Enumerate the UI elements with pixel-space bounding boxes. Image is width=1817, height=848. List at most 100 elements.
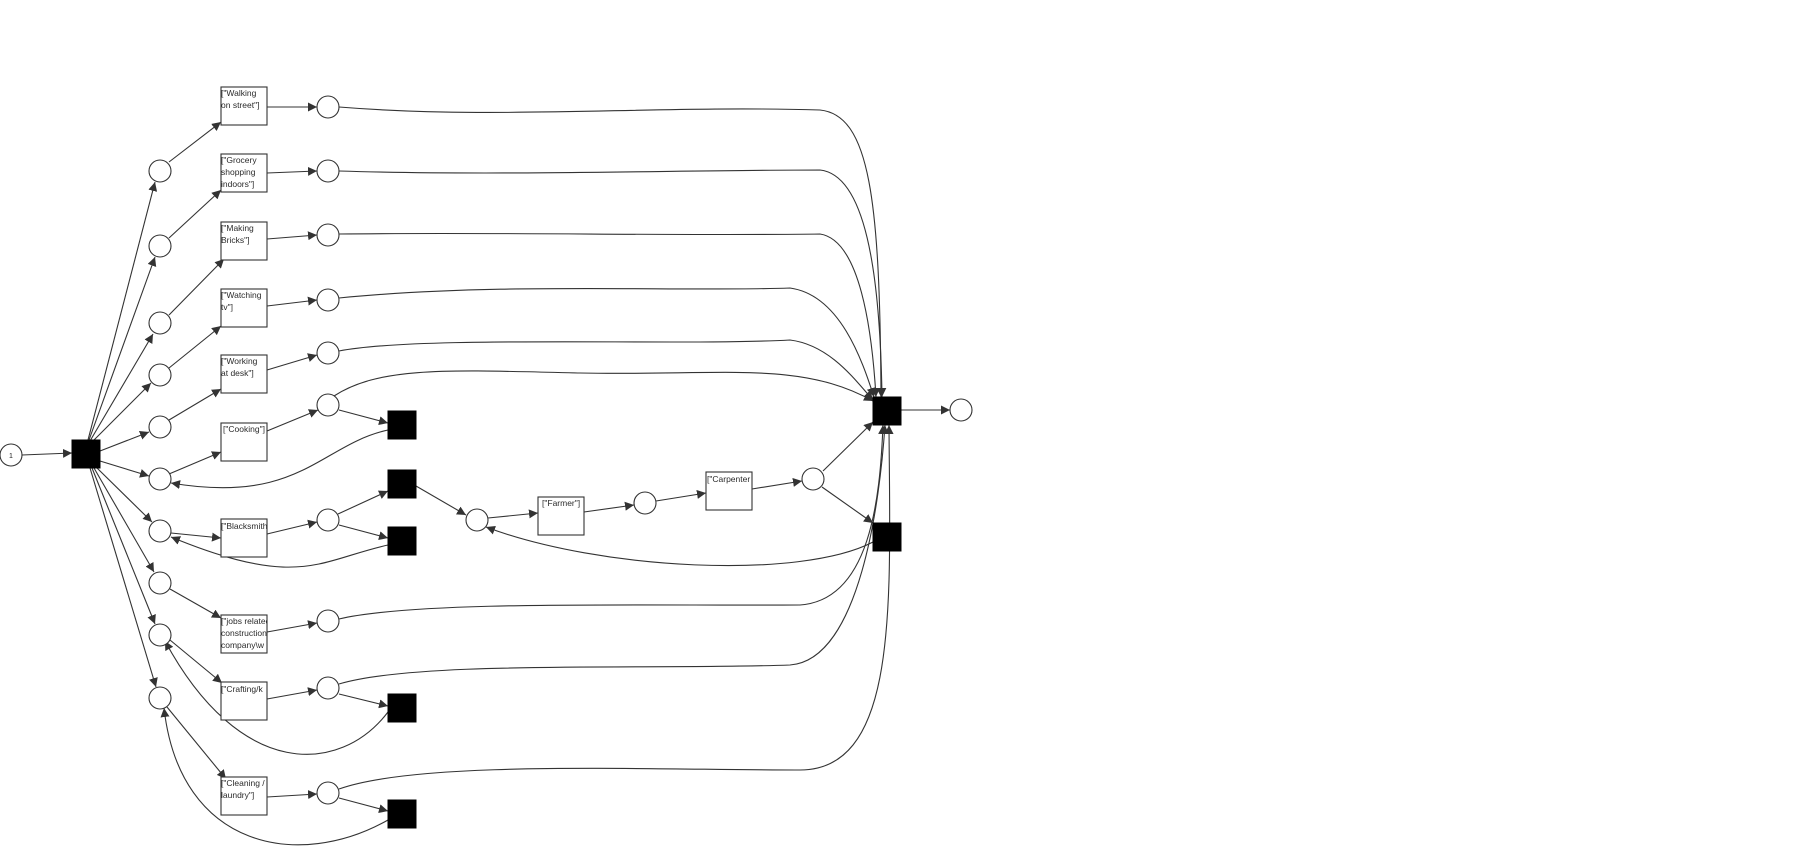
arc [655, 489, 707, 502]
silent-transition-cooking-loop [387, 410, 417, 440]
silent-transition-join [872, 396, 902, 426]
arc [168, 451, 222, 475]
svg-text:["Blacksmith: ["Blacksmith [221, 521, 268, 531]
arc [89, 467, 158, 688]
place-split-cooking [148, 467, 172, 491]
arc [168, 388, 222, 421]
place-split-construction [148, 571, 172, 595]
arc [160, 707, 389, 846]
place-split-bricks [148, 311, 172, 335]
arc [91, 382, 152, 443]
arc [337, 490, 389, 515]
arc [266, 409, 319, 432]
arc [87, 181, 158, 441]
arc [99, 460, 150, 478]
svg-text:["Farmer"]: ["Farmer"] [542, 498, 580, 508]
arc [333, 370, 874, 402]
arc [169, 588, 222, 619]
silent-transition-crafting-loop [387, 693, 417, 723]
place-after-blacksmith [316, 508, 340, 532]
svg-text:["Cleaning /laundry"]: ["Cleaning /laundry"] [221, 778, 265, 800]
arc [338, 524, 389, 541]
place-after-farmer [633, 491, 657, 515]
transition-cleaning-laundry: ["Cleaning /laundry"] [220, 776, 268, 816]
arc [338, 424, 888, 620]
arc [485, 525, 874, 567]
arc [338, 424, 894, 790]
arc [822, 421, 874, 472]
arc [266, 231, 318, 241]
place-split-tv [148, 363, 172, 387]
transition-carpenter: ["Carpenter [705, 471, 753, 511]
arc [21, 448, 73, 458]
silent-transition-split [71, 439, 101, 469]
place-split-blacksmith [148, 519, 172, 543]
place-split-cleaning [148, 686, 172, 710]
place-after-grocery [316, 159, 340, 183]
place-after-cooking [316, 393, 340, 417]
arc [266, 620, 318, 633]
arc [166, 706, 227, 780]
arc [169, 639, 223, 684]
source-place: 1 [0, 443, 23, 467]
place-after-cleaning [316, 781, 340, 805]
arc [338, 339, 874, 401]
arc [821, 486, 874, 524]
place-split-grocery [148, 234, 172, 258]
place-split-crafting [148, 623, 172, 647]
arc [99, 431, 150, 452]
arc [338, 106, 886, 398]
place-after-construction [316, 609, 340, 633]
arc [266, 519, 318, 535]
transition-crafting: ["Crafting/k [220, 681, 268, 721]
arc [170, 429, 389, 489]
arc [96, 467, 153, 523]
silent-transition-to-farmer [387, 469, 417, 499]
place-split-walking-grocery [148, 159, 172, 183]
svg-text:["Cooking"]: ["Cooking"] [223, 424, 265, 434]
sink-place [949, 398, 973, 422]
arc [583, 501, 635, 513]
arc [93, 467, 155, 573]
arc [91, 467, 156, 625]
silent-transition-cleaning-loop [387, 799, 417, 829]
place-after-desk [316, 341, 340, 365]
arc [415, 485, 467, 516]
transition-blacksmith: ["Blacksmith [220, 518, 268, 558]
arc [338, 232, 880, 398]
place-after-tv [316, 288, 340, 312]
arc [266, 353, 318, 371]
arc [266, 687, 318, 700]
place-before-farmer [465, 508, 489, 532]
arc [170, 536, 389, 568]
place-after-crafting [316, 676, 340, 700]
arc [266, 296, 318, 307]
silent-transition-blacksmith-loop [387, 526, 417, 556]
arc [168, 325, 222, 369]
arc [89, 333, 154, 442]
silent-transition-carpenter-loop [872, 522, 902, 552]
svg-text:["Carpenter: ["Carpenter [707, 474, 750, 484]
transition-farmer: ["Farmer"] [537, 496, 585, 536]
arc [168, 121, 222, 163]
arc [266, 166, 318, 176]
svg-text:["Crafting/k: ["Crafting/k [221, 684, 264, 694]
arc [338, 409, 389, 426]
place-after-bricks [316, 223, 340, 247]
arc [338, 169, 887, 398]
arc [338, 424, 889, 685]
arc [338, 797, 389, 814]
token-count: 1 [9, 453, 13, 460]
arc [168, 189, 222, 239]
